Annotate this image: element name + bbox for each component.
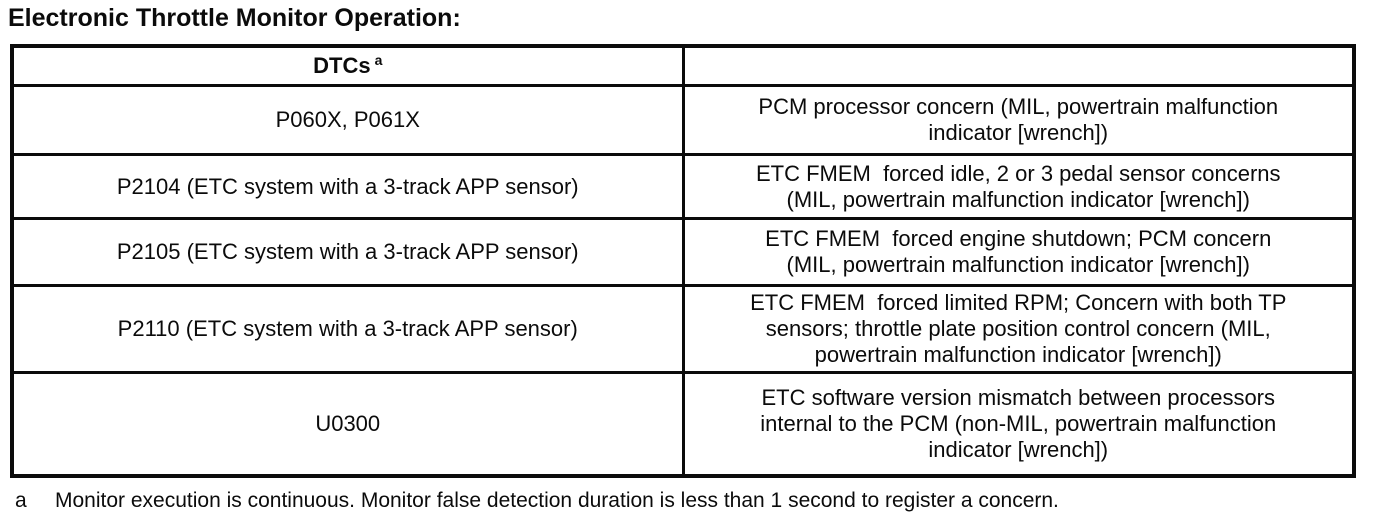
footnote-text: Monitor execution is continuous. Monitor…: [55, 489, 1059, 512]
footnote-marker: a: [15, 489, 27, 512]
description-cell: ETC software version mismatch between pr…: [681, 371, 1356, 478]
description-column-header: [681, 44, 1356, 87]
description-cell: ETC FMEM forced limited RPM; Concern wit…: [681, 284, 1356, 374]
dtc-cell: P060X, P061X: [10, 84, 685, 156]
dtc-cell: P2104 (ETC system with a 3-track APP sen…: [10, 153, 685, 220]
table-footnote: a Monitor execution is continuous. Monit…: [15, 488, 1385, 513]
description-cell: ETC FMEM forced idle, 2 or 3 pedal senso…: [681, 153, 1356, 220]
dtc-cell: P2110 (ETC system with a 3-track APP sen…: [10, 284, 685, 374]
table-row: P2105 (ETC system with a 3-track APP sen…: [10, 217, 1356, 287]
dtc-cell: P2105 (ETC system with a 3-track APP sen…: [10, 217, 685, 287]
table-row: P060X, P061X PCM processor concern (MIL,…: [10, 84, 1356, 156]
table-row: P2110 (ETC system with a 3-track APP sen…: [10, 284, 1356, 374]
dtc-header-label: DTCs: [313, 53, 371, 78]
footnote-marker-superscript: a: [374, 51, 383, 68]
page-title: Electronic Throttle Monitor Operation:: [8, 4, 461, 32]
description-cell: ETC FMEM forced engine shutdown; PCM con…: [681, 217, 1356, 287]
table-row: U0300 ETC software version mismatch betw…: [10, 371, 1356, 478]
dtc-cell: U0300: [10, 371, 685, 478]
description-cell: PCM processor concern (MIL, powertrain m…: [681, 84, 1356, 156]
table-row: P2104 (ETC system with a 3-track APP sen…: [10, 153, 1356, 220]
